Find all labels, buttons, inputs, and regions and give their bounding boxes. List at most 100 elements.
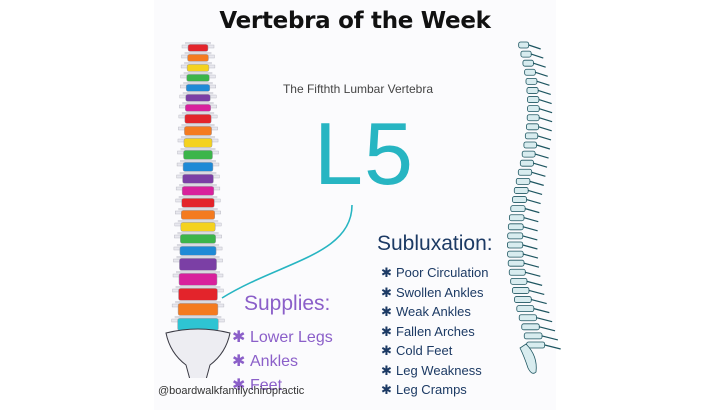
list-item: ✱Swollen Ankles: [381, 283, 489, 303]
spinous-process: [525, 271, 541, 277]
spinous-process: [527, 189, 543, 196]
side-vertebra: [523, 332, 543, 340]
spinous-process: [530, 53, 544, 59]
side-vertebra: [508, 214, 525, 222]
side-vertebra: [510, 205, 526, 213]
asterisk-icon: ✱: [232, 353, 246, 370]
vertebra-segment: [176, 172, 220, 184]
side-vertebra: [517, 168, 533, 176]
asterisk-icon: ✱: [232, 377, 246, 394]
list-item: ✱Poor Circulation: [381, 263, 489, 283]
side-vertebra: [527, 105, 540, 113]
side-vertebra: [507, 232, 524, 240]
side-vertebra: [519, 159, 534, 167]
vertebra-segment: [174, 232, 222, 244]
asterisk-icon: ✱: [381, 362, 392, 378]
spinous-process: [523, 226, 538, 232]
spinous-process: [523, 253, 539, 259]
asterisk-icon: ✱: [381, 382, 392, 397]
vertebra-subtitle: The Fifthth Lumbar Vertebra: [282, 82, 434, 96]
spinous-process: [531, 171, 546, 177]
spinous-process: [533, 62, 546, 68]
spinous-process: [528, 289, 545, 296]
spinous-process: [536, 317, 553, 323]
side-vertebra: [524, 132, 539, 140]
vertebra-segment: [172, 271, 224, 286]
vertebra-segment: [175, 184, 221, 196]
colored-spine-illustration: [165, 42, 231, 378]
vertebra-segment: [173, 244, 223, 256]
list-item: ✱Leg Weakness: [381, 361, 489, 381]
spinous-process: [538, 126, 552, 132]
vertebra-segment: [172, 286, 224, 301]
vertebra-segment: [176, 160, 220, 172]
side-vertebra: [512, 287, 530, 294]
side-vertebra: [522, 59, 534, 67]
supplies-heading: Supplies:: [244, 292, 331, 315]
vertebra-segment: [177, 148, 219, 160]
side-vertebra: [524, 68, 536, 76]
subluxation-heading: Subluxation:: [377, 232, 493, 255]
vertebra-segment: [181, 52, 215, 62]
side-vertebra: [520, 50, 532, 58]
side-vertebra: [521, 150, 536, 158]
side-spine-illustration: [507, 41, 561, 374]
side-vertebra: [514, 296, 532, 303]
list-item: ✱Cold Feet: [381, 341, 489, 361]
side-vertebra: [526, 114, 540, 122]
supplies-list: ✱Lower Legs ✱Ankles ✱Feet: [232, 326, 333, 398]
side-vertebra: [526, 87, 539, 94]
side-vertebra: [516, 305, 535, 313]
vertebra-segment: [180, 72, 216, 82]
spinous-process: [534, 153, 549, 159]
side-vertebra: [513, 187, 529, 194]
list-item: ✱Weak Ankles: [381, 302, 489, 322]
vertebra-segment: [171, 301, 225, 316]
social-handle: @boardwalkfamilychiropractic: [158, 385, 305, 397]
spinous-process: [537, 135, 552, 141]
vertebra-segment: [181, 42, 215, 52]
vertebra-segment: [174, 220, 222, 232]
spinous-process: [535, 71, 548, 77]
asterisk-icon: ✱: [381, 265, 392, 280]
asterisk-icon: ✱: [381, 284, 392, 300]
list-item: ✱Lower Legs: [232, 326, 333, 350]
side-vertebra: [510, 277, 528, 285]
side-vertebra: [526, 341, 546, 349]
vertebra-segment: [171, 316, 225, 331]
spinous-process: [522, 244, 538, 250]
side-vertebra: [523, 141, 537, 149]
spinous-process: [522, 235, 538, 241]
asterisk-icon: ✱: [381, 323, 392, 339]
spinous-process: [529, 180, 544, 186]
vertebra-segment: [177, 136, 219, 148]
spinous-process: [536, 80, 550, 86]
side-vertebra: [526, 123, 540, 131]
vertebra-segment: [178, 124, 218, 136]
side-vertebra: [518, 314, 537, 322]
vertebra-segment: [175, 196, 221, 208]
side-vertebra: [512, 196, 527, 203]
subluxation-list: ✱Poor Circulation ✱Swollen Ankles ✱Weak …: [381, 263, 489, 400]
spinous-process: [531, 298, 547, 305]
side-vertebra: [515, 177, 531, 185]
spinous-process: [537, 89, 551, 96]
side-vertebra: [525, 77, 538, 85]
vertebra-segment: [178, 112, 218, 124]
list-item: ✱Leg Cramps: [381, 380, 489, 400]
spinous-process: [538, 117, 553, 123]
spinous-process: [539, 108, 553, 114]
side-vertebra: [507, 259, 525, 267]
side-vertebra: [518, 41, 530, 49]
vertebra-segment: [175, 208, 221, 220]
vertebra-segment: [173, 256, 223, 271]
spinous-process: [533, 308, 550, 314]
side-vertebra: [507, 241, 524, 249]
spinous-process: [526, 280, 543, 286]
side-vertebra: [527, 96, 540, 103]
side-vertebra: [507, 223, 524, 231]
side-sacrum: [519, 343, 537, 374]
side-vertebra: [507, 250, 524, 258]
spinous-process: [544, 344, 561, 350]
side-vertebra: [508, 268, 526, 276]
